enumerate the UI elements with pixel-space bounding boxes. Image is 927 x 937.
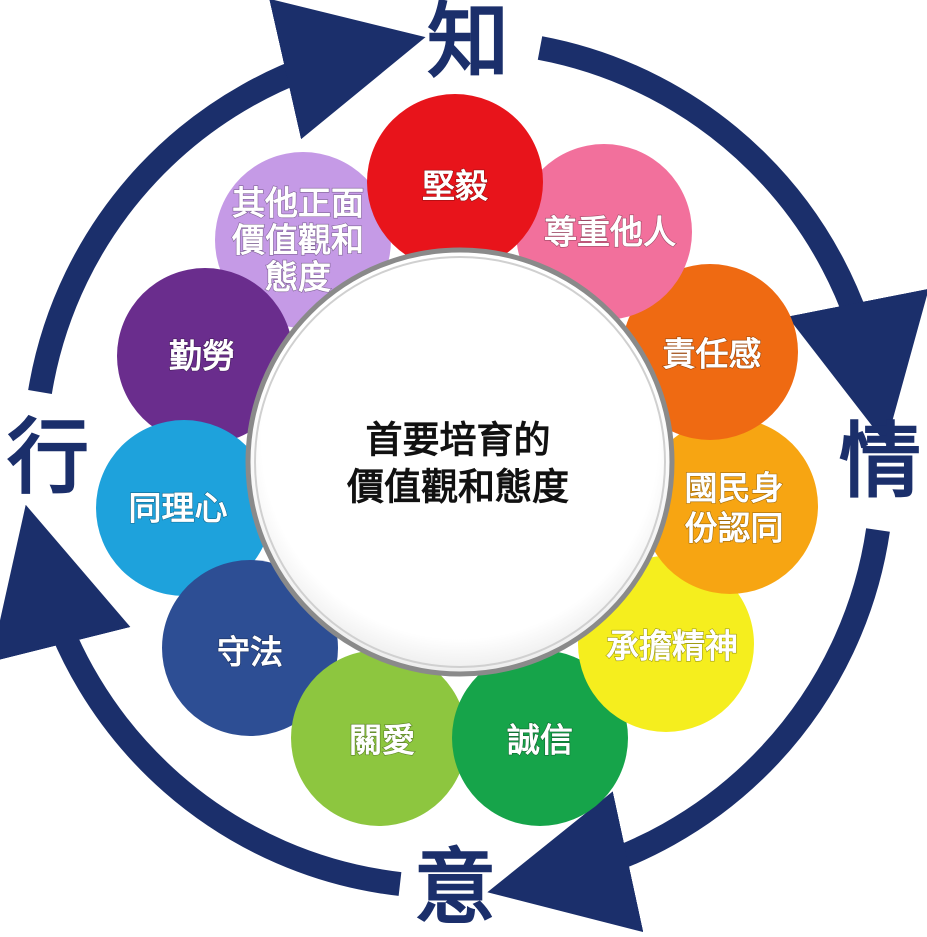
petal-diligence: [117, 268, 293, 444]
arrow-will-to-act: [0, 504, 402, 896]
cycle-label-know: 知: [427, 0, 509, 90]
petal-label-integrity: 誠信: [507, 721, 573, 760]
cycle-label-act: 行: [7, 411, 89, 506]
petal-label-diligence: 勤勞: [169, 337, 235, 376]
petal-label-law-abiding: 守法: [217, 633, 283, 672]
petal-label-national-identity-1: 國民身: [685, 469, 784, 508]
cycle-labels: 知 情 意 行: [7, 0, 921, 936]
petal-label-other-values-3: 態度: [265, 258, 331, 297]
petal-label-empathy: 同理心: [129, 489, 228, 528]
arrow-act-to-know: [28, 0, 426, 394]
center-title-line-2: 價值觀和態度: [346, 466, 569, 509]
petal-label-national-identity-2: 份認同: [685, 509, 784, 548]
petal-care: [291, 650, 467, 826]
petal-label-commitment: 承擔精神: [606, 627, 738, 666]
petal-labels: 堅毅 尊重他人 責任感 國民身 份認同 承擔精神 誠信 關愛 守法 同理心 勤勞…: [128, 166, 784, 760]
petal-perseverance: [367, 94, 543, 270]
cycle-label-will: 意: [414, 841, 496, 936]
petal-label-perseverance: 堅毅: [422, 167, 489, 206]
cycle-label-feel: 情: [839, 415, 921, 510]
center-circle: 首要培育的 價值觀和態度: [245, 247, 675, 677]
arrow-know-to-feel: [537, 36, 927, 444]
petal-responsibility: [622, 264, 798, 440]
petal-law-abiding: [162, 560, 338, 736]
petal-label-responsibility: 責任感: [663, 335, 762, 374]
petal-label-other-values-1: 其他正面: [232, 184, 364, 223]
petal-label-respect: 尊重他人: [544, 213, 676, 252]
arrow-feel-to-will: [487, 528, 890, 933]
center-title-line-1: 首要培育的: [366, 419, 551, 462]
petal-label-other-values-2: 價值觀和: [231, 221, 364, 260]
petal-integrity: [452, 650, 628, 826]
petal-label-care: 關愛: [349, 721, 415, 760]
petal-empathy: [96, 420, 272, 596]
petal-national-identity: [642, 418, 818, 594]
